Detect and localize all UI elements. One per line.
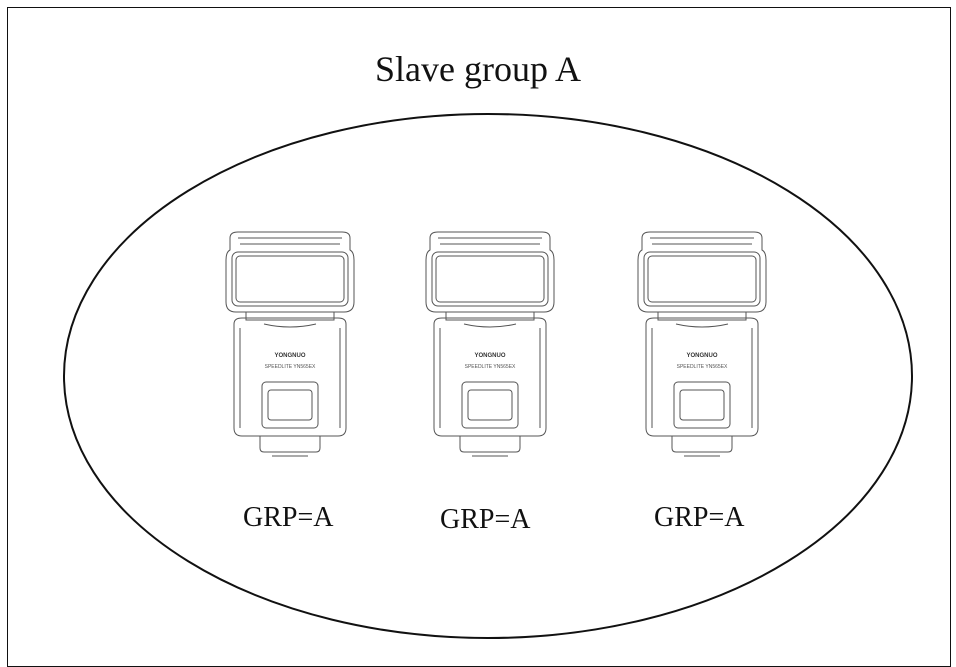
flash-brand-3: YONGNUO: [686, 353, 717, 359]
flash-model-3: SPEEDLITE YN565EX: [677, 364, 728, 370]
flash-group-label-3: GRP=A: [654, 502, 745, 533]
flash-unit-3: [637, 231, 767, 457]
flash-group-label-1: GRP=A: [243, 502, 334, 533]
flash-unit-1: [225, 231, 355, 457]
flash-group-label-2: GRP=A: [440, 504, 531, 535]
flash-model-1: SPEEDLITE YN565EX: [265, 364, 316, 370]
flash-model-2: SPEEDLITE YN565EX: [465, 364, 516, 370]
flash-unit-2: [425, 231, 555, 457]
group-ellipse: [63, 113, 913, 639]
flash-brand-1: YONGNUO: [274, 353, 305, 359]
group-title: Slave group A: [375, 49, 581, 89]
flash-brand-2: YONGNUO: [474, 353, 505, 359]
